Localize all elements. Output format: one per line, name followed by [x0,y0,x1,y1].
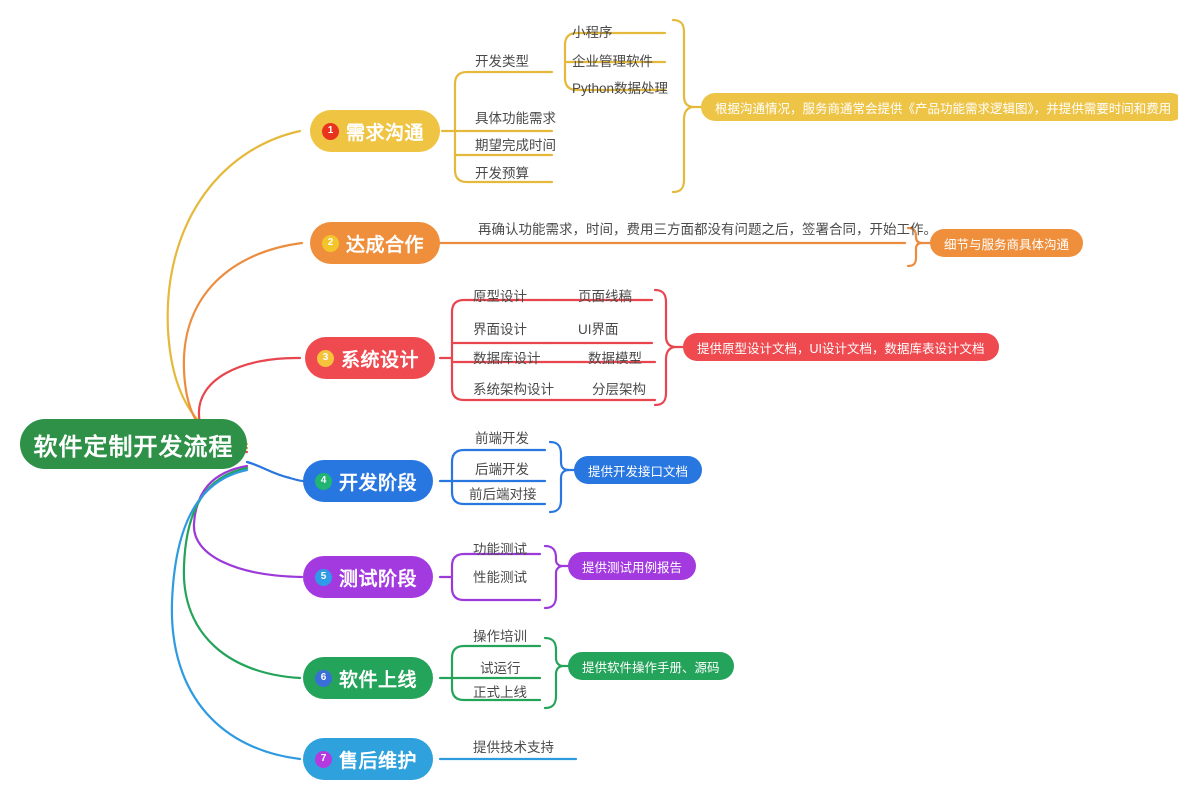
root-node-label: 软件定制开发流程 [33,433,234,461]
sub-label-6-3: 正式上线 [473,685,527,700]
sub-label-4-3: 前后端对接 [469,487,537,502]
stage-label-2: 达成合作 [346,234,425,256]
stage-node-3[interactable]: 3 系统设计 [305,337,436,379]
stage-node-2[interactable]: 2 达成合作 [310,222,441,264]
callout-5: 提供测试用例报告 [568,552,697,580]
stage-node-4[interactable]: 4 开发阶段 [303,460,434,502]
stage-node-5[interactable]: 5 测试阶段 [303,556,434,598]
callout-2: 细节与服务商具体沟通 [930,229,1084,257]
sub-label-3-1: 原型设计 [473,289,527,304]
stage-label-6: 软件上线 [339,669,418,691]
stage-badge-4: 4 [315,472,332,490]
callout-6: 提供软件操作手册、源码 [568,652,734,680]
leaf-label-3-1: 页面线稿 [578,289,632,304]
leaf-label-3-4: 分层架构 [592,382,646,397]
leaf-label-3-2: UI界面 [578,322,619,337]
stage-label-1: 需求沟通 [346,122,425,144]
sub-label-4-2: 后端开发 [475,462,529,477]
stage-node-6[interactable]: 6 软件上线 [303,657,434,699]
sub-label-6-2: 试运行 [480,661,521,676]
stage-node-1[interactable]: 1 需求沟通 [310,110,441,152]
callout-1: 根据沟通情况，服务商通常会提供《产品功能需求逻辑图》，并提供需要时间和费用 [701,93,1178,121]
callout-3: 提供原型设计文档，UI设计文档，数据库表设计文档 [683,333,999,361]
sub-label-2-1: 再确认功能需求，时间，费用三方面都没有问题之后，签署合同，开始工作。 [478,222,937,237]
stage-label-4: 开发阶段 [339,472,418,494]
root-node[interactable]: 软件定制开发流程 [20,419,247,469]
stage-badge-7: 7 [315,750,332,768]
stage-node-7[interactable]: 7 售后维护 [303,738,434,780]
sub-label-7-1: 提供技术支持 [473,740,554,755]
sub-label-5-2: 性能测试 [473,570,527,585]
sub-label-6-1: 操作培训 [473,629,527,644]
sub-label-5-1: 功能测试 [473,542,527,557]
sub-label-1-4: 开发预算 [475,166,529,181]
stage-label-3: 系统设计 [341,349,420,371]
callout-4: 提供开发接口文档 [574,456,703,484]
leaf-label-1-1: 小程序 [572,25,613,40]
leaf-label-1-3: Python数据处理 [572,81,669,96]
leaf-label-1-2: 企业管理软件 [572,54,653,69]
sub-label-1-3: 期望完成时间 [475,138,556,153]
stage-badge-6: 6 [315,669,332,687]
sub-label-1-1: 开发类型 [475,54,529,69]
stage-label-7: 售后维护 [339,750,418,772]
sub-label-1-2: 具体功能需求 [475,111,556,126]
stage-badge-2: 2 [322,234,339,252]
leaf-label-3-3: 数据模型 [588,351,642,366]
sub-label-4-1: 前端开发 [475,431,529,446]
stage-label-5: 测试阶段 [339,568,418,590]
stage-badge-5: 5 [315,568,332,586]
sub-label-3-4: 系统架构设计 [473,382,554,397]
stage-badge-3: 3 [317,349,334,367]
stage-badge-1: 1 [322,122,339,140]
sub-label-3-2: 界面设计 [473,322,527,337]
sub-label-3-3: 数据库设计 [473,351,541,366]
